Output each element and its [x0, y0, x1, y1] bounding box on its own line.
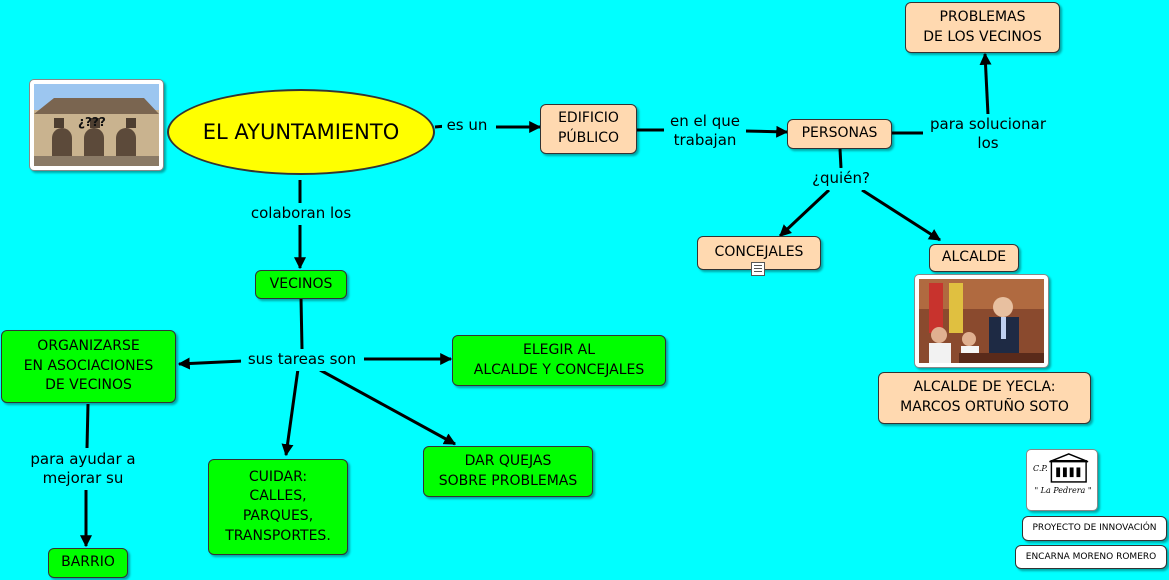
node-alcalde-yecla[interactable]: ALCALDE DE YECLA: MARCOS ORTUÑO SOTO [878, 372, 1091, 424]
edge-personas-quien [838, 148, 843, 169]
node-alcalde-label: ALCALDE [941, 249, 1007, 266]
link-quien[interactable]: ¿quién? [806, 168, 876, 190]
link-es-un[interactable]: es un [442, 115, 492, 137]
edge-quien-alcalde [861, 188, 942, 242]
node-barrio-label: BARRIO [61, 554, 115, 571]
note-icon[interactable] [751, 262, 765, 276]
credit-author-label: ENCARNA MORENO ROMERO [1025, 551, 1157, 562]
edge-tareas-cuidar [281, 368, 300, 457]
node-quejas-label: DAR QUEJAS SOBRE PROBLEMAS [438, 452, 578, 489]
node-problemas-vecinos[interactable]: PROBLEMAS DE LOS VECINOS [905, 2, 1060, 53]
edge-trabajan-personas [744, 125, 789, 138]
node-quejas[interactable]: DAR QUEJAS SOBRE PROBLEMAS [423, 446, 593, 497]
node-organizarse[interactable]: ORGANIZARSE EN ASOCIACIONES DE VECINOS [1, 330, 176, 403]
node-vecinos[interactable]: VECINOS [255, 270, 347, 299]
node-edificio-publico[interactable]: EDIFICIO PÚBLICO [540, 104, 637, 154]
logo-initials: C.P. [1033, 464, 1048, 473]
node-barrio[interactable]: BARRIO [48, 548, 128, 578]
node-edificio-label: EDIFICIO PÚBLICO [557, 110, 620, 146]
logo-text: " La Pedrera " [1034, 486, 1092, 495]
node-concejales[interactable]: CONCEJALES [697, 236, 821, 270]
node-personas[interactable]: PERSONAS [787, 119, 892, 149]
node-vecinos-label: VECINOS [269, 275, 333, 292]
node-elegir-label: ELEGIR AL ALCALDE Y CONCEJALES [473, 341, 645, 378]
link-para-ayudar[interactable]: para ayudar a mejorar su [22, 449, 144, 489]
edge-organizarse-ayudar [85, 403, 90, 449]
node-organizarse-label: ORGANIZARSE EN ASOCIACIONES DE VECINOS [23, 338, 154, 394]
school-logo: C.P. " La Pedrera " [1026, 449, 1098, 511]
credit-project[interactable]: PROYECTO DE INNOVACIÓN [1022, 516, 1167, 541]
edge-tareas-organizarse [177, 357, 244, 370]
link-para-solucionar[interactable]: para solucionar los [923, 114, 1053, 154]
town-hall-photo [29, 79, 164, 171]
edge-vecinos-tareas [299, 297, 304, 350]
credit-project-label: PROYECTO DE INNOVACIÓN [1032, 523, 1157, 534]
edge-solucionar-problemas [979, 52, 992, 116]
node-alcalde-yecla-label: ALCALDE DE YECLA: MARCOS ORTUÑO SOTO [900, 379, 1069, 415]
node-cuidar-label: CUIDAR: CALLES, PARQUES, TRANSPORTES. [225, 468, 331, 544]
credit-author[interactable]: ENCARNA MORENO ROMERO [1015, 545, 1167, 569]
link-sus-tareas[interactable]: sus tareas son [241, 349, 363, 371]
edge-quien-concejales [778, 188, 831, 238]
node-cuidar[interactable]: CUIDAR: CALLES, PARQUES, TRANSPORTES. [208, 459, 348, 555]
mayor-photo [914, 274, 1049, 368]
node-alcalde[interactable]: ALCALDE [929, 244, 1019, 272]
node-problemas-label: PROBLEMAS DE LOS VECINOS [923, 8, 1042, 45]
node-personas-label: PERSONAS [801, 125, 878, 142]
node-elegir[interactable]: ELEGIR AL ALCALDE Y CONCEJALES [452, 335, 666, 386]
main-concept-ayuntamiento[interactable]: EL AYUNTAMIENTO [167, 89, 435, 175]
link-colaboran[interactable]: colaboran los [244, 203, 358, 225]
main-concept-label: EL AYUNTAMIENTO [202, 120, 400, 144]
edge-tareas-quejas [319, 368, 457, 446]
photo-caption: ¿??? [78, 115, 106, 129]
node-concejales-label: CONCEJALES [714, 244, 804, 261]
link-en-el-que-trabajan[interactable]: en el que trabajan [664, 111, 746, 151]
